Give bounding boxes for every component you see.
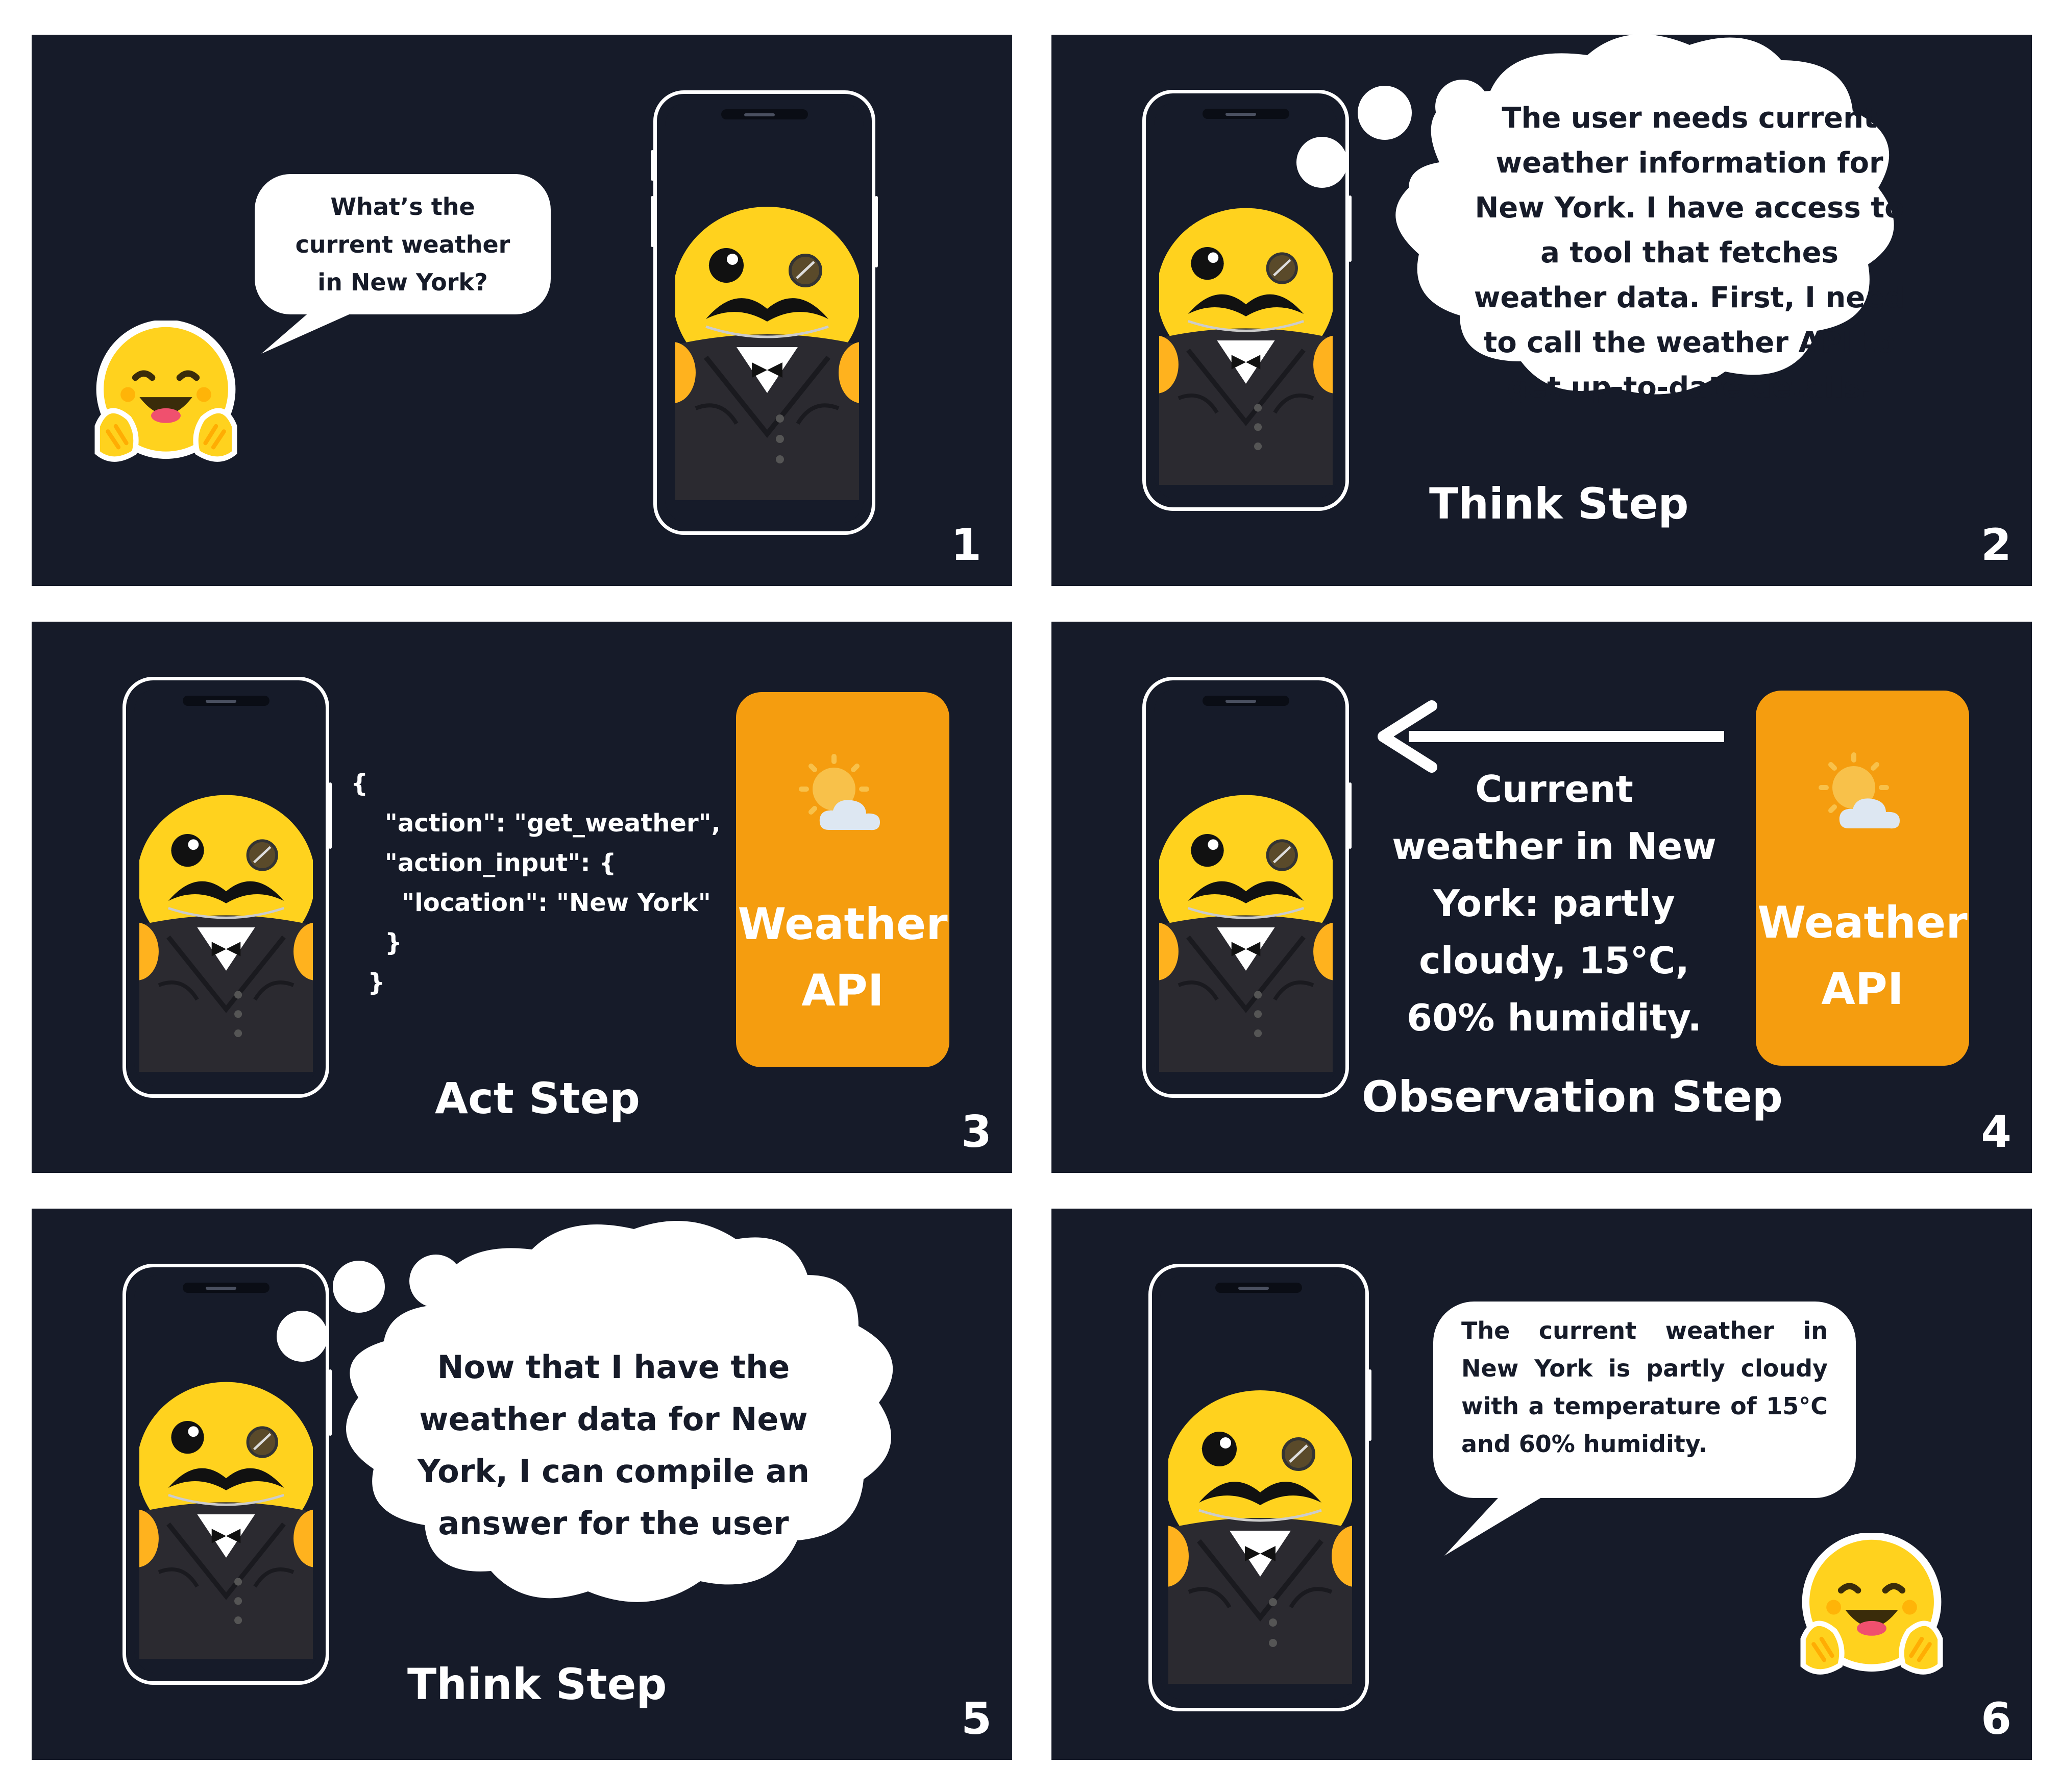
sun-cloud-icon	[793, 753, 895, 835]
thought-dot	[1358, 86, 1412, 140]
thought-text: Now that I have the weather data for New…	[417, 1348, 810, 1542]
panel-number: 1	[951, 520, 982, 571]
step-label: Think Step	[1429, 479, 1689, 529]
step-label: Think Step	[407, 1659, 667, 1709]
phone-agent	[122, 1264, 332, 1685]
panel-number: 6	[1981, 1693, 2012, 1745]
panel-3: { "action": "get_weather", "action_input…	[32, 622, 1012, 1173]
thought-cloud	[1395, 35, 1894, 395]
arrow-left-icon	[1378, 700, 1724, 773]
panel-5: Now that I have the weather data for New…	[32, 1209, 1012, 1760]
thought-dot	[277, 1311, 328, 1362]
weather-api-card: Weather API	[736, 692, 949, 1067]
sun-cloud-icon	[1813, 752, 1915, 833]
phone-agent	[1142, 90, 1352, 511]
panel-1: What’s the current weather in New York? …	[32, 35, 1012, 586]
phone-agent	[651, 90, 878, 535]
speech-bubble-tail	[261, 305, 358, 354]
hugging-face-emoji-icon	[87, 321, 245, 469]
api-label-line2: API	[801, 965, 884, 1016]
weather-api-card: Weather API	[1756, 691, 1969, 1066]
thought-text: The user needs current weather informati…	[1474, 102, 1905, 404]
panel-number: 5	[961, 1693, 992, 1745]
observation-text: Current weather in New York: partly clou…	[1392, 768, 1716, 1039]
panel-number: 2	[1981, 520, 2012, 571]
phone-agent	[1142, 677, 1352, 1098]
phone-agent	[1148, 1264, 1371, 1711]
panel-4: Current weather in New York: partly clou…	[1051, 622, 2032, 1173]
thought-cloud	[346, 1221, 893, 1602]
action-json: { "action": "get_weather", "action_input…	[351, 769, 721, 997]
panel-2: The user needs current weather informati…	[1051, 35, 2032, 586]
thought-dot	[1296, 137, 1347, 188]
speech-bubble-tail	[1444, 1484, 1547, 1556]
thought-dot	[333, 1261, 385, 1313]
hugging-face-emoji-icon	[1793, 1533, 1951, 1681]
user-question-text: What’s the current weather in New York?	[295, 192, 510, 296]
mustache-agent-icon	[675, 194, 859, 500]
user-speech-bubble: What’s the current weather in New York?	[255, 174, 551, 314]
api-label-line1: Weather	[738, 899, 948, 950]
agent-answer-text: The current weather in New York is partl…	[1461, 1317, 1828, 1458]
agent-speech-bubble: The current weather in New York is partl…	[1433, 1302, 1856, 1498]
panel-6: The current weather in New York is partl…	[1051, 1209, 2032, 1760]
mustache-agent-icon	[139, 783, 313, 1072]
step-label: Observation Step	[1362, 1072, 1783, 1122]
api-label-line1: Weather	[1757, 897, 1968, 948]
phone-agent	[122, 677, 332, 1098]
api-label-line2: API	[1821, 964, 1904, 1015]
panel-number: 4	[1981, 1107, 2012, 1158]
step-label: Act Step	[435, 1073, 640, 1123]
panel-number: 3	[961, 1107, 992, 1158]
